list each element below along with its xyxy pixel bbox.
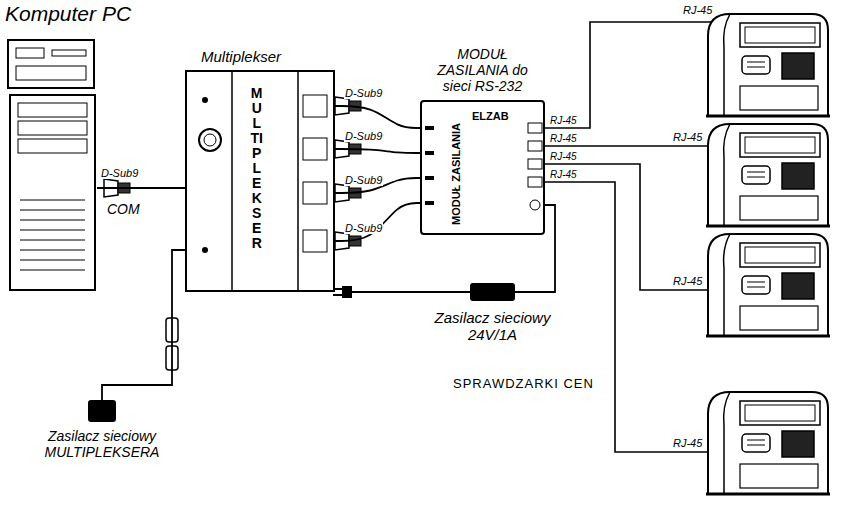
port-label: COM: [106, 202, 141, 217]
node-heading: Multiplekser: [201, 48, 281, 65]
mains-plug: [333, 286, 470, 298]
multiplexer-box: MultiplekserMULTIPLEKSER: [185, 70, 335, 292]
multiplexer-knob-inner: [204, 134, 216, 146]
pc-box: Komputer PC: [5, 35, 97, 292]
price-checker: [706, 392, 830, 494]
pc-tower: [10, 95, 95, 290]
node-heading: Komputer PC: [5, 2, 131, 26]
rj45-wire: [545, 145, 710, 147]
multiplexer-port: [303, 182, 327, 204]
connector-label: RJ-45: [682, 4, 713, 16]
power-adapter: Zasilacz sieciowy MULTIPLEKSERA: [88, 400, 116, 422]
rj45-wire: [545, 22, 712, 128]
pc-drive-bay: [18, 121, 87, 135]
price-checker: [706, 234, 830, 336]
group-label: SPRAWDZARKI CEN: [452, 377, 595, 391]
brand-label: ELZAB: [472, 110, 509, 123]
panel-divider: [232, 72, 298, 290]
cable: [97, 187, 185, 189]
pc-display-panel: [16, 48, 44, 58]
multiplexer-port: [303, 138, 327, 160]
connector-label: RJ-45: [672, 437, 703, 449]
pc-desktop-unit: [8, 40, 94, 88]
connector-label: D-Sub9: [100, 167, 139, 179]
cable: [335, 149, 420, 153]
module-input-ports: [425, 128, 434, 203]
adapter-caption: Zasilacz sieciowy MULTIPLEKSERA: [45, 428, 160, 460]
pc-drive-bay: [18, 103, 87, 117]
pc-illustration: [8, 40, 95, 290]
rj45-wire: [545, 182, 710, 452]
price-checker: [706, 124, 830, 226]
rj45-port: [528, 159, 542, 169]
connector-label: RJ-45: [549, 169, 578, 180]
power-jack: [530, 200, 540, 210]
cable: [335, 106, 420, 128]
connector-label: RJ-45: [549, 133, 578, 144]
adapter-caption: Zasilacz sieciowy 24V/1A: [418, 309, 568, 344]
mains-plug-body: [342, 286, 352, 298]
vertical-label: MULTIPLEKSER: [249, 86, 264, 251]
rj45-port: [528, 177, 542, 187]
multiplexer-jack: [202, 247, 208, 253]
connector-label: D-Sub9: [344, 174, 383, 186]
node-heading: MODUŁ ZASILANIA do sieci RS-232: [424, 46, 542, 94]
rj45-port: [528, 123, 542, 133]
connector-label: D-Sub9: [344, 222, 383, 234]
power-adapter: Zasilacz sieciowy 24V/1A: [470, 283, 515, 301]
cable: [102, 250, 185, 400]
pc-floppy: [52, 50, 86, 56]
multiplexer-jack: [202, 97, 208, 103]
multiplexer-port: [303, 230, 327, 252]
cable: [515, 205, 555, 292]
connector-label: RJ-45: [549, 115, 578, 126]
rj45-wire: [545, 164, 710, 290]
multiplexer-knob: [199, 129, 221, 151]
pc-vents: [20, 200, 85, 270]
connector-label: RJ-45: [549, 151, 578, 162]
module-label: MODUŁ ZASILANIA: [450, 123, 463, 225]
connector-label: D-Sub9: [344, 87, 383, 99]
connector-label: RJ-45: [672, 275, 703, 287]
module-details: [425, 123, 542, 210]
connector-label: D-Sub9: [344, 130, 383, 142]
cable: [335, 203, 420, 241]
multiplexer-port: [303, 95, 327, 117]
pc-drive-bay: [18, 139, 87, 153]
mains-cable: [350, 291, 470, 293]
price-checker: [706, 14, 830, 116]
pc-bay: [16, 66, 86, 80]
rj45-port: [528, 141, 542, 151]
connector-label: RJ-45: [672, 131, 703, 143]
power-module-box: MODUŁ ZASILANIA do sieci RS-232ELZABMODU…: [420, 100, 545, 235]
multiplexer-details: [199, 72, 327, 290]
